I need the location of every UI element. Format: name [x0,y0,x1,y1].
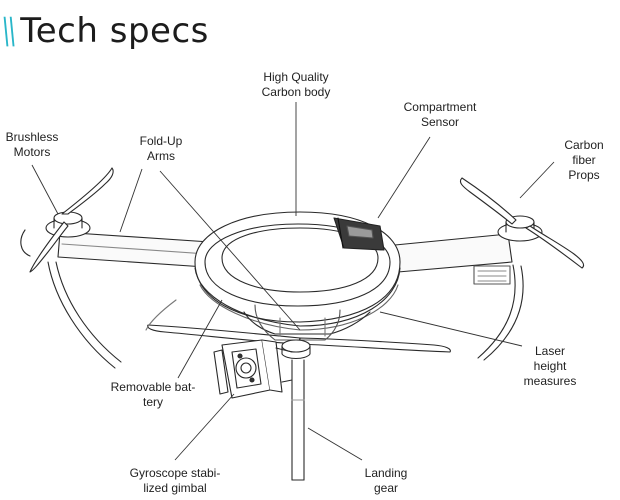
label-gimbal: Gyroscope stabi- lized gimbal [129,466,221,495]
right-arm [394,233,513,285]
label-carbon-body: High Quality Carbon body [261,70,331,99]
label-fold-up-arms: Fold-Up Arms [139,134,183,163]
label-landing-gear: Landing gear [364,466,408,495]
callout-lines [31,102,555,461]
label-carbon-props: Carbon fiber Props [564,138,604,182]
label-brushless-motors: Brushless Motors [5,130,59,159]
landing-legs [47,261,524,481]
left-motor [20,167,114,273]
label-removable-battery: Removable bat- tery [110,380,196,409]
gimbal-camera [213,339,293,399]
page-title: Tech specs [20,11,209,51]
right-motor [459,177,585,269]
drone-body [194,211,401,337]
front-props [145,299,451,353]
label-compartment-sensor: Compartment Sensor [403,100,477,129]
battery [254,304,341,360]
label-laser-height: Laser height measures [523,344,577,388]
page-header: \\ Tech specs [0,8,209,54]
